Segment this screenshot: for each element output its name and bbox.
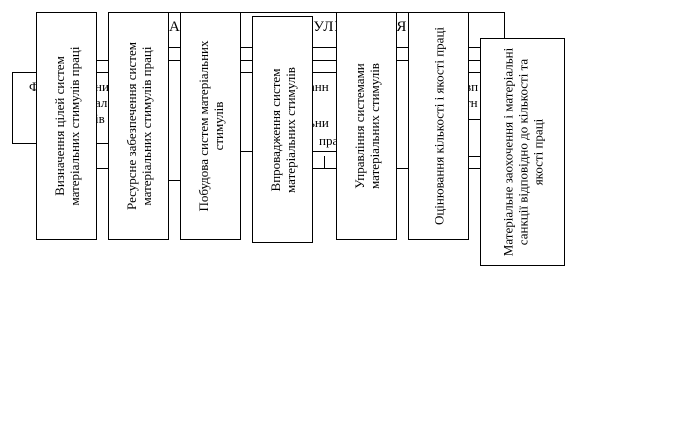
stage-label-6: Оцінювання кількості і якості праці [431, 26, 446, 226]
back-fragment-5: анн [309, 79, 329, 94]
stage-label-5: Управління системами матеріальних стимул… [351, 63, 382, 189]
stage-label-4: Впровадження систем матеріальних стимулі… [267, 66, 298, 193]
stage-label-2: Ресурсне забезпечення систем матеріальни… [123, 42, 154, 210]
stage-label-3: Побудова систем матеріальних стимулів [195, 40, 226, 212]
back-fragment-7: пра [319, 133, 339, 148]
stage-label-1: Визначення цілей систем матеріальних сти… [51, 46, 82, 206]
stage-box-6: Оцінювання кількості і якості праці [408, 12, 469, 240]
stage-box-1: Визначення цілей систем матеріальних сти… [36, 12, 97, 240]
stage-box-3: Побудова систем матеріальних стимулів [180, 12, 241, 240]
back-fragment-6: ьни [309, 115, 329, 130]
stage-label-7: Матеріальне заохочення і матеріальні сан… [500, 47, 545, 257]
stage-box-2: Ресурсне забезпечення систем матеріальни… [108, 12, 169, 240]
title-prefix: А [169, 19, 181, 35]
back-fragment-3: ал [95, 95, 108, 110]
back-fragment-1: Ф [29, 79, 40, 94]
stage-box-7: Матеріальне заохочення і матеріальні сан… [480, 38, 565, 266]
back-fragment-4: ів [95, 111, 105, 126]
connector-mid-v-2 [324, 156, 325, 168]
connector-mid-h [40, 168, 160, 169]
back-fragment-2: ни [95, 79, 109, 94]
stage-box-4: Впровадження систем матеріальних стимулі… [252, 16, 313, 243]
stage-box-5: Управління системами матеріальних стимул… [336, 12, 397, 240]
